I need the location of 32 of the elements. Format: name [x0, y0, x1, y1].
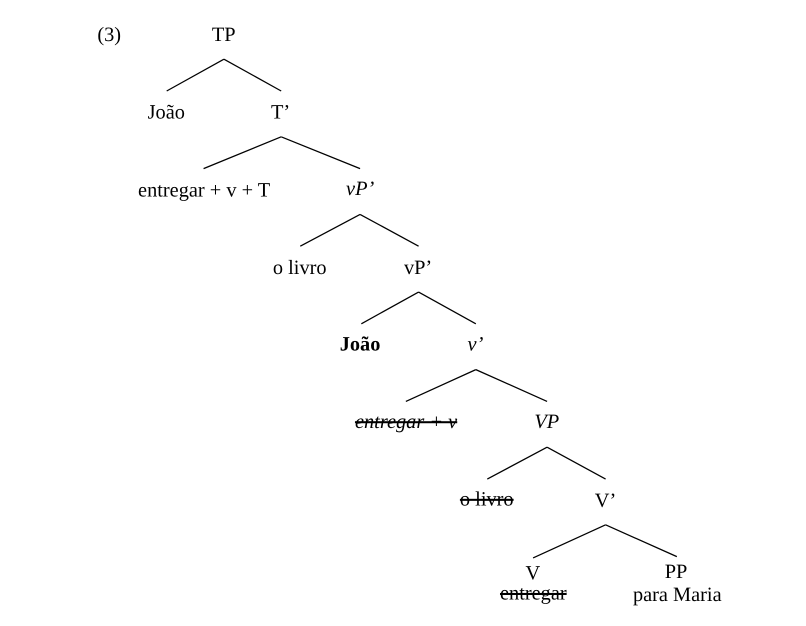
node-text: vP’ [404, 256, 432, 279]
node-text: entregar + v + T [138, 179, 270, 202]
connector [476, 369, 548, 402]
node-text: TP [212, 24, 236, 46]
node-text: PP [664, 561, 688, 583]
node-text: V’ [594, 490, 616, 512]
label: (3) [97, 24, 122, 46]
connector [300, 214, 360, 247]
node-text: o livro [272, 256, 327, 279]
node-text: João [340, 333, 380, 356]
connector [280, 136, 360, 170]
connector [224, 58, 282, 92]
connector [532, 524, 606, 558]
node-text: V [525, 562, 540, 584]
node-label: entregar [500, 582, 567, 605]
node-label: para Maria [632, 584, 722, 606]
connector [486, 446, 548, 480]
connector [418, 291, 476, 324]
node-text: o livro [460, 488, 514, 510]
node-text: vP’ [346, 178, 374, 200]
connector [406, 369, 476, 402]
connector [605, 524, 678, 558]
connector [546, 446, 606, 480]
node-text: VP [534, 410, 560, 433]
node-text: João [148, 102, 185, 124]
connector [361, 291, 419, 324]
connector [166, 58, 224, 92]
node-text: T’ [271, 102, 290, 124]
connector [360, 214, 419, 247]
node-text: entregar + v [354, 410, 458, 433]
connector [203, 136, 282, 170]
node-text: v’ [468, 333, 484, 356]
